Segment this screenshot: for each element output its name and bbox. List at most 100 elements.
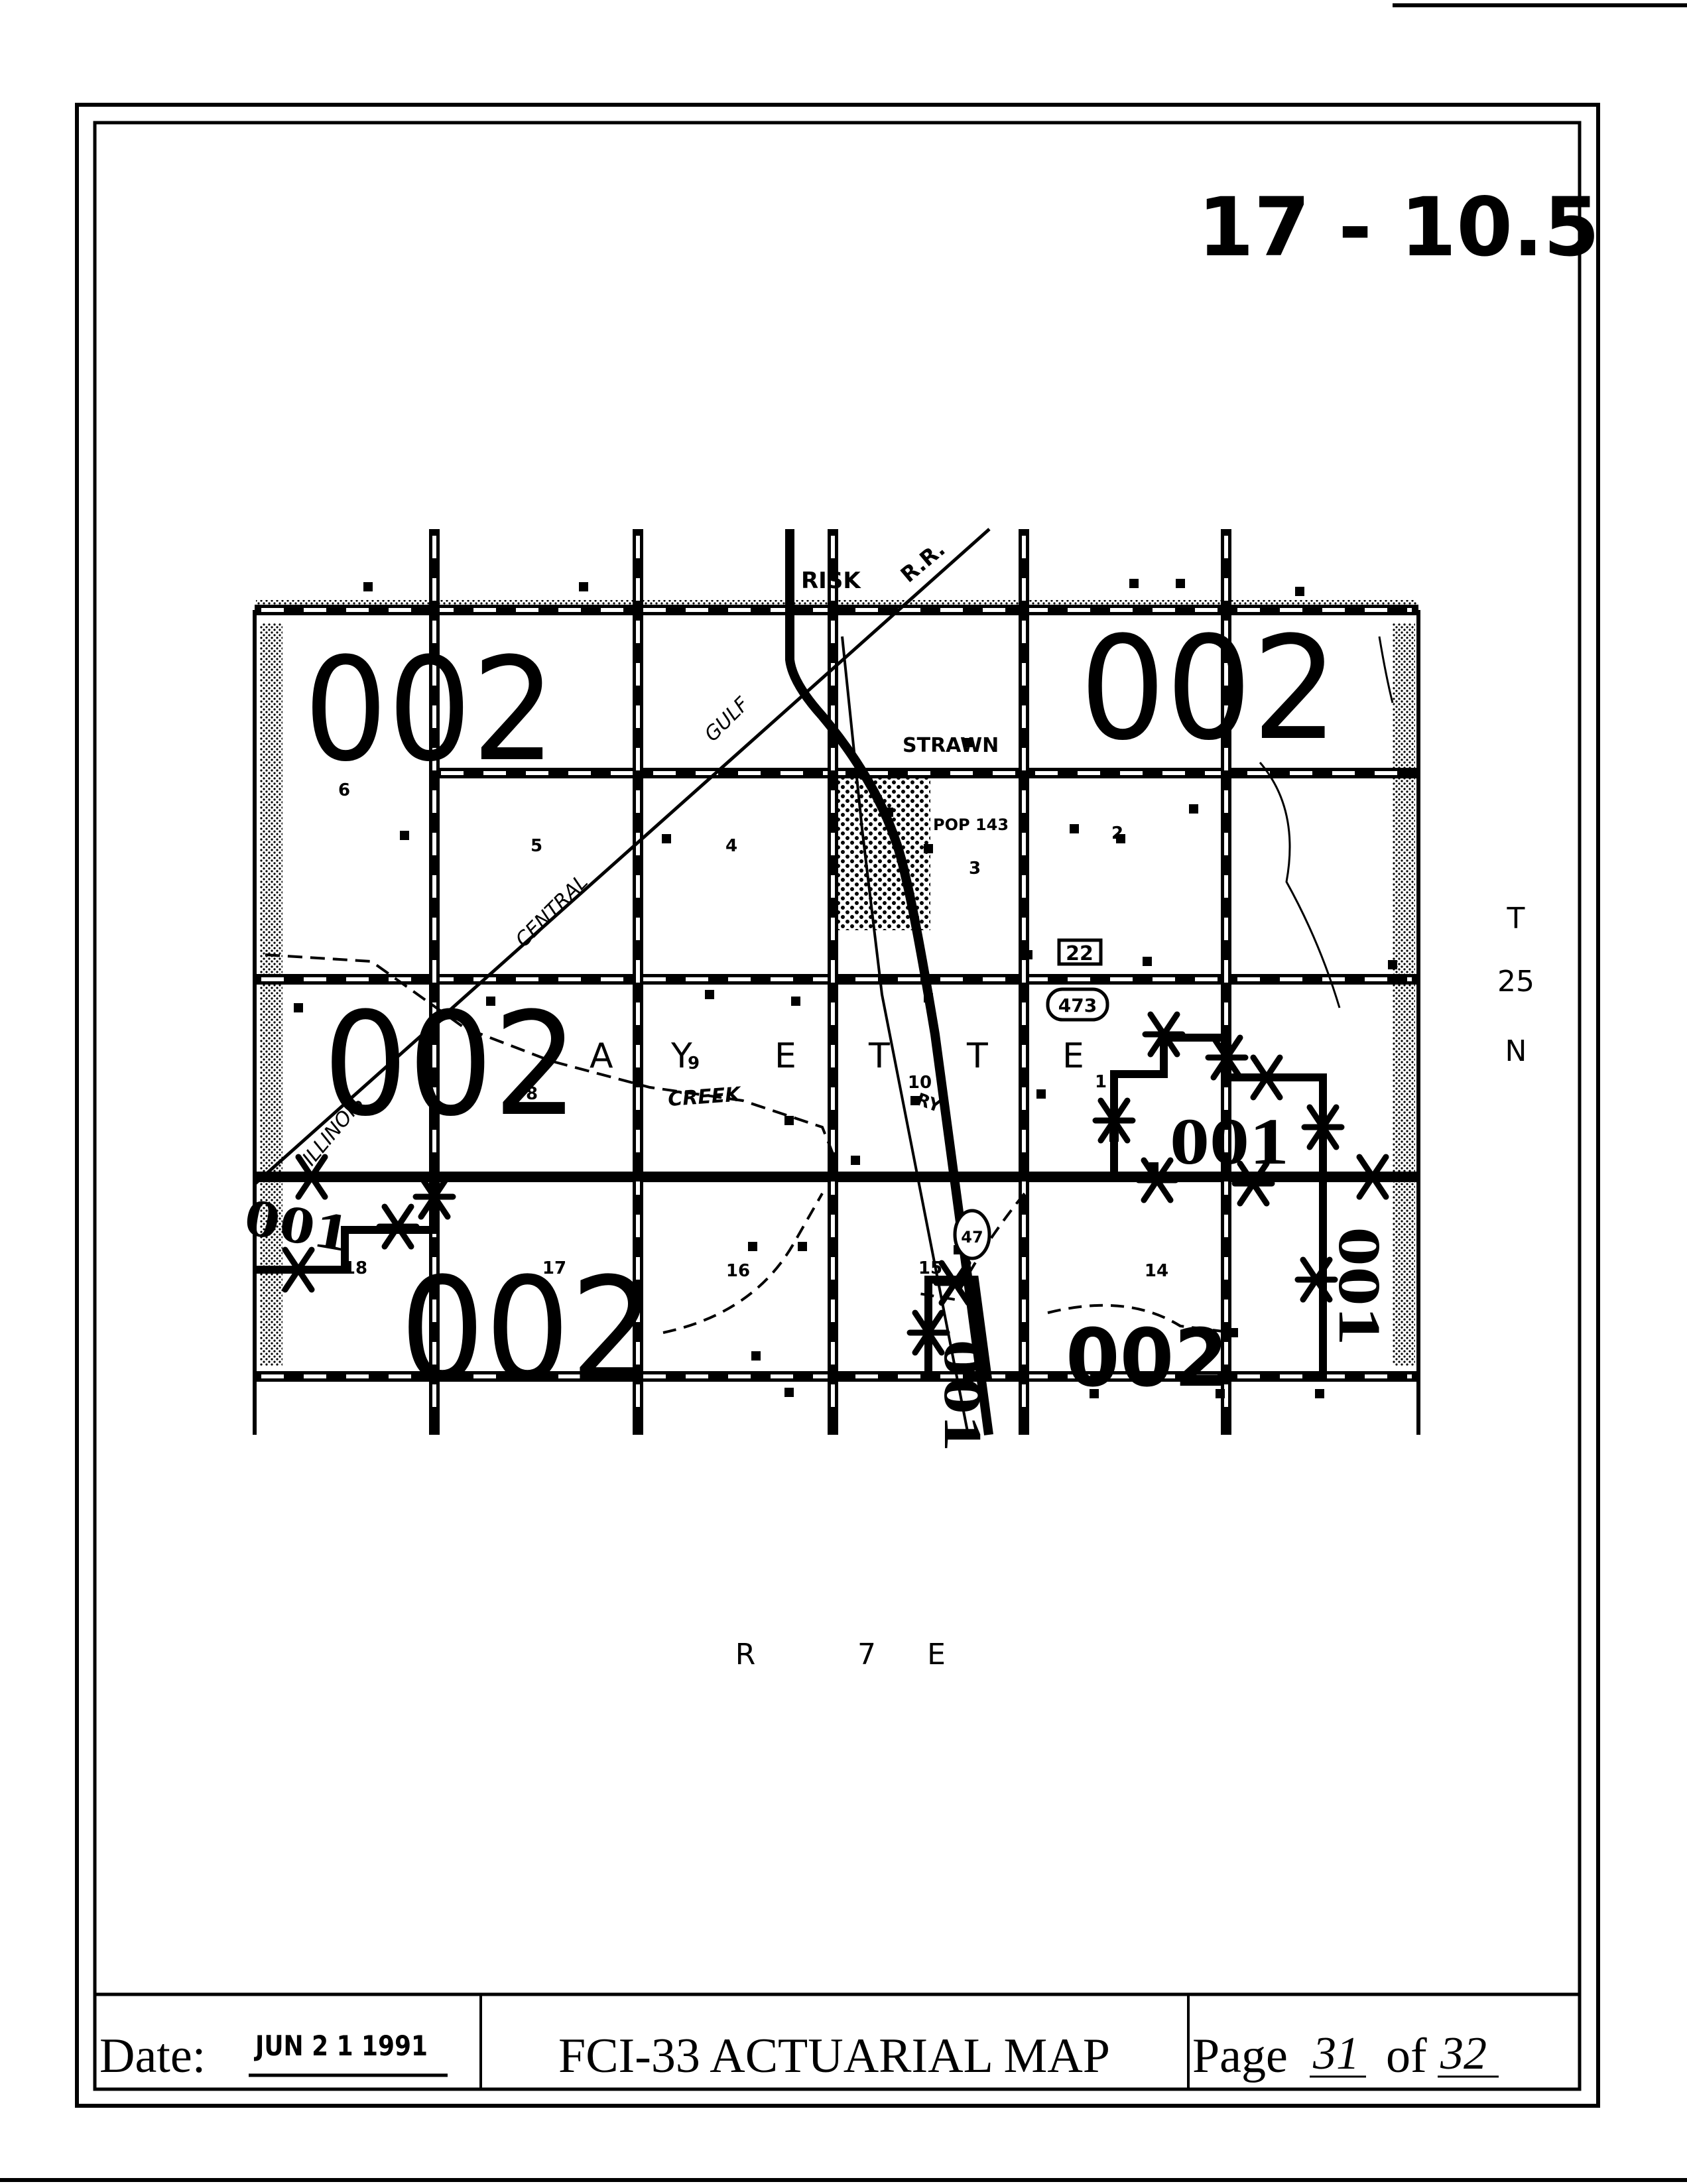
- building-marker: [784, 1116, 794, 1125]
- x-mark-icon: [1301, 1104, 1345, 1150]
- zone-label-002: 002: [1066, 1313, 1228, 1405]
- highway-47: [785, 529, 993, 1435]
- county-letter: Y: [670, 1036, 692, 1076]
- secondary-road: [841, 636, 969, 1435]
- building-marker: [1129, 579, 1139, 588]
- zone-label-002: 002: [400, 1246, 655, 1413]
- map: RISK STRAWN POP 143 22 473 47 CENTRAL GU…: [240, 528, 1534, 1671]
- route-47-label: 47: [961, 1228, 983, 1246]
- section-number: 10: [908, 1073, 932, 1093]
- page-total: 32: [1440, 2028, 1487, 2079]
- stipple-right-band: [1393, 623, 1415, 1366]
- section-number: 14: [1145, 1261, 1168, 1281]
- x-mark-icon: [1135, 1157, 1179, 1203]
- building-marker: [748, 1242, 757, 1251]
- building-marker: [924, 993, 933, 1002]
- building-marker: [751, 1351, 761, 1361]
- place-strawn: STRAWN: [903, 734, 999, 757]
- building-marker: [1090, 1389, 1099, 1398]
- railroad-label-rr: R.R.: [896, 536, 950, 587]
- township-number: 25: [1497, 965, 1534, 999]
- boundary-x-marks: [277, 579, 1397, 1398]
- county-letter: E: [1062, 1036, 1084, 1076]
- range-direction: E: [927, 1638, 946, 1671]
- building-marker: [1189, 804, 1198, 814]
- railroad-label-gulf: GULF: [700, 692, 754, 746]
- x-mark-icon: [1092, 1097, 1136, 1144]
- footer: Date: JUN 2 1 1991 FCI-33 ACTUARIAL MAP …: [95, 1992, 1580, 2089]
- zone-label-001: 001: [1326, 1227, 1392, 1346]
- route-473-label: 473: [1058, 995, 1097, 1016]
- zone-label-002: 002: [1080, 605, 1338, 772]
- inner-border: [93, 121, 1582, 2091]
- section-number: 18: [344, 1258, 367, 1278]
- page-label: Page: [1192, 2029, 1288, 2083]
- route-22-shield: [1057, 938, 1103, 966]
- building-marker: [363, 582, 373, 591]
- building-marker: [1229, 1328, 1238, 1337]
- x-mark-icon: [1245, 1054, 1288, 1101]
- x-mark-icon: [376, 1203, 420, 1250]
- building-marker: [964, 738, 973, 747]
- building-marker: [784, 1388, 794, 1397]
- x-mark-icon: [1294, 1256, 1338, 1303]
- township-direction: N: [1505, 1034, 1527, 1068]
- building-marker: [579, 582, 588, 591]
- section-number: 17: [542, 1258, 566, 1278]
- section-number: 2: [1111, 823, 1123, 843]
- x-mark-icon: [277, 1246, 320, 1293]
- route-47-shield: [953, 1209, 991, 1260]
- date-label: Date:: [99, 2029, 206, 2083]
- creek-label: CREEK: [667, 1083, 743, 1111]
- county-letter: A: [590, 1036, 613, 1076]
- x-mark-icon: [290, 1154, 334, 1200]
- map-title: FCI-33 ACTUARIAL MAP: [558, 2029, 1110, 2083]
- zone-label-001: 001: [240, 1187, 355, 1263]
- stipple-left-band: [260, 623, 282, 1366]
- building-marker: [851, 1156, 860, 1165]
- stream-lines-east: [1259, 636, 1394, 1008]
- x-mark-icon: [906, 1309, 950, 1356]
- section-number: 8: [526, 1084, 538, 1104]
- creek-line: [265, 953, 834, 1154]
- range-number: 7: [857, 1638, 876, 1671]
- building-marker: [1109, 1132, 1119, 1142]
- section-number: 3: [969, 859, 981, 879]
- section-number: 15: [918, 1258, 942, 1278]
- section-number: 4: [725, 836, 737, 856]
- place-risk: RISK: [801, 568, 861, 594]
- x-mark-icon: [1351, 1154, 1395, 1200]
- township-letter: T: [1507, 902, 1525, 936]
- section-number: 1: [1095, 1072, 1107, 1092]
- route-473-shield: [1046, 987, 1109, 1022]
- building-marker: [1176, 579, 1185, 588]
- outer-border: [75, 103, 1600, 2108]
- page-current: 31: [1312, 2028, 1359, 2079]
- building-marker: [791, 997, 800, 1006]
- section-number: 6: [338, 780, 350, 800]
- building-marker: [1388, 960, 1397, 969]
- x-mark-icon: [1231, 1160, 1275, 1207]
- building-marker: [1315, 1389, 1324, 1398]
- railroad-label-central: CENTRAL: [511, 871, 593, 952]
- building-marker: [1116, 834, 1125, 843]
- range-letter: R: [735, 1638, 756, 1671]
- section-number: 9: [688, 1054, 700, 1073]
- page-of: of: [1386, 2029, 1427, 2083]
- building-marker: [1036, 1089, 1046, 1099]
- date-value: JUN 2 1 1991: [253, 2030, 428, 2062]
- population-label: POP 143: [933, 816, 1009, 834]
- section-number: 5: [531, 836, 542, 856]
- zone-001-boundary-east: [1110, 1034, 1327, 1379]
- building-marker: [400, 831, 409, 840]
- building-marker: [1023, 950, 1032, 959]
- building-marker: [294, 1003, 303, 1012]
- building-marker: [924, 844, 933, 853]
- building-marker: [1143, 957, 1152, 966]
- building-marker: [1216, 1389, 1225, 1398]
- x-mark-icon: [1142, 1011, 1186, 1058]
- zone-label-002: 002: [323, 981, 578, 1148]
- x-mark-icon: [1205, 1034, 1249, 1081]
- page-number-mark: 17 - 10.5: [1198, 180, 1599, 274]
